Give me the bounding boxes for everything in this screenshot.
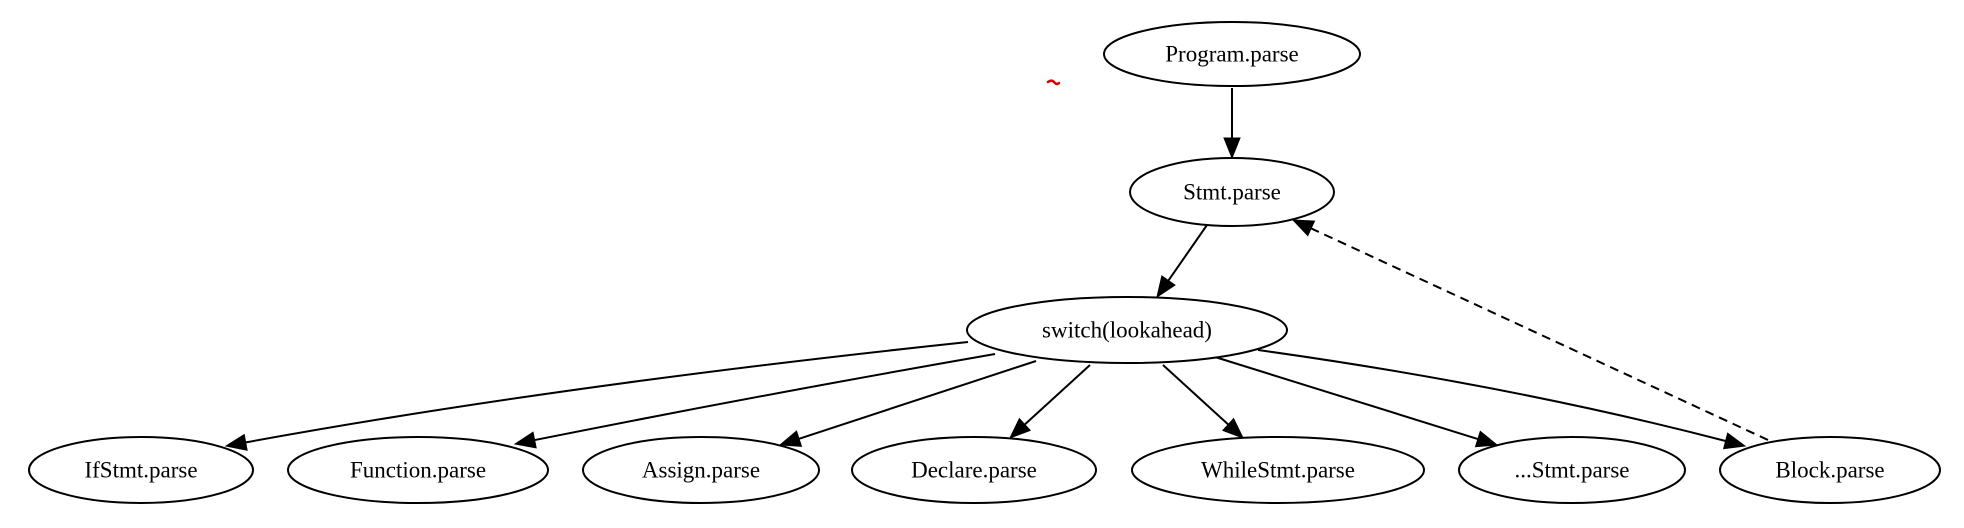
edge-switch-block [1257, 349, 1726, 442]
edge-block-stmt [1310, 227, 1769, 441]
node-assign: Assign.parse [582, 436, 820, 504]
node-declare: Declare.parse [851, 436, 1097, 504]
edge-switch-function [534, 353, 996, 442]
node-whilestmt-ellipse [1131, 436, 1425, 504]
node-function: Function.parse [287, 436, 549, 504]
node-assign-ellipse [582, 436, 820, 504]
edge-stmt-switch-arrowhead [1156, 275, 1176, 299]
node-stmt-ellipse [1129, 157, 1335, 227]
edges-layer [224, 88, 1769, 451]
node-otherstmt-ellipse [1458, 436, 1686, 504]
edge-block-stmt-arrowhead [1291, 219, 1316, 237]
node-ifstmt: IfStmt.parse [28, 436, 254, 504]
node-stmt-label: Stmt.parse [1183, 180, 1281, 205]
node-otherstmt-label: ...Stmt.parse [1515, 458, 1630, 483]
node-switch-label: switch(lookahead) [1042, 318, 1212, 343]
node-program: Program.parse [1103, 21, 1361, 87]
edge-switch-ifstmt-arrowhead [224, 433, 248, 451]
node-block: Block.parse [1719, 436, 1941, 504]
edge-switch-assign-arrowhead [778, 430, 803, 447]
edge-stmt-switch [1167, 224, 1208, 282]
node-function-label: Function.parse [350, 458, 486, 483]
edge-switch-block-arrowhead [1722, 432, 1747, 450]
node-declare-label: Declare.parse [911, 458, 1037, 483]
node-program-ellipse [1103, 21, 1361, 87]
node-whilestmt-label: WhileStmt.parse [1201, 458, 1355, 483]
node-ifstmt-ellipse [28, 436, 254, 504]
edge-switch-whilestmt [1162, 364, 1229, 426]
node-switch: switch(lookahead) [966, 296, 1288, 364]
node-declare-ellipse [851, 436, 1097, 504]
node-whilestmt: WhileStmt.parse [1131, 436, 1425, 504]
node-otherstmt: ...Stmt.parse [1458, 436, 1686, 504]
node-assign-label: Assign.parse [642, 458, 760, 483]
edge-switch-whilestmt-arrowhead [1221, 417, 1244, 439]
edge-switch-declare [1024, 364, 1091, 426]
edge-switch-otherstmt [1214, 356, 1479, 440]
node-block-label: Block.parse [1775, 458, 1884, 483]
edge-switch-ifstmt [245, 341, 969, 444]
edge-switch-declare-arrowhead [1009, 417, 1032, 439]
edge-switch-assign [798, 360, 1037, 440]
edge-program-stmt-arrowhead [1223, 137, 1241, 160]
node-stmt: Stmt.parse [1129, 157, 1335, 227]
node-program-label: Program.parse [1165, 42, 1299, 67]
edge-switch-otherstmt-arrowhead [1474, 430, 1499, 448]
node-ifstmt-label: IfStmt.parse [84, 458, 197, 483]
stray-red-mark [1046, 79, 1061, 86]
node-switch-ellipse [966, 296, 1288, 364]
node-function-ellipse [287, 436, 549, 504]
edge-switch-function-arrowhead [513, 431, 537, 449]
node-block-ellipse [1719, 436, 1941, 504]
